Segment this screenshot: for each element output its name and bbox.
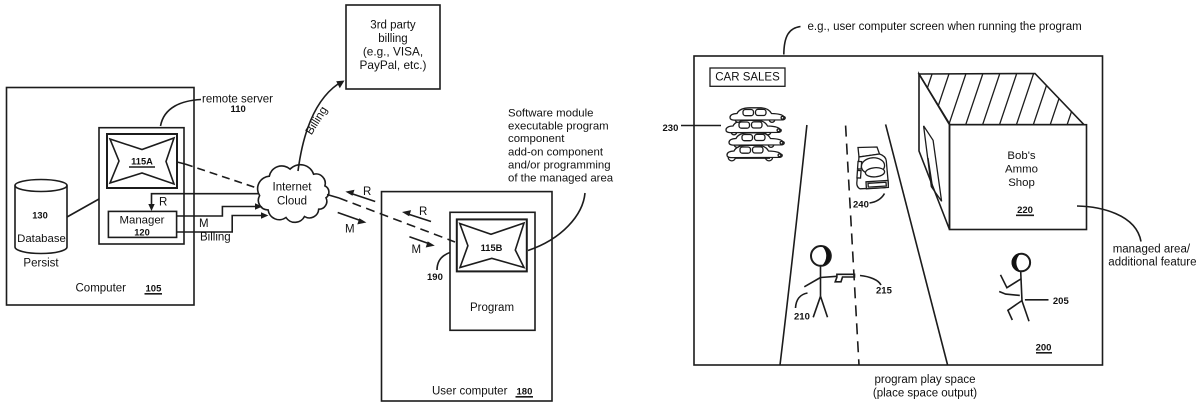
svg-text:and/or programming: and/or programming — [508, 160, 611, 172]
svg-text:managed area/: managed area/ — [1113, 244, 1191, 256]
svg-text:110: 110 — [231, 104, 246, 115]
svg-text:of the managed area: of the managed area — [508, 173, 614, 185]
svg-text:CAR SALES: CAR SALES — [715, 72, 780, 84]
svg-text:Program: Program — [470, 302, 514, 314]
svg-text:190: 190 — [427, 272, 443, 283]
svg-text:Cloud: Cloud — [277, 196, 307, 208]
svg-text:230: 230 — [663, 123, 679, 134]
svg-text:Internet: Internet — [273, 182, 313, 194]
svg-text:R: R — [419, 206, 427, 218]
svg-text:add-on component: add-on component — [508, 147, 604, 159]
svg-text:Billing: Billing — [304, 105, 330, 137]
svg-text:Persist: Persist — [23, 258, 59, 270]
svg-text:(place space output): (place space output) — [873, 387, 977, 399]
svg-text:e.g., user computer screen whe: e.g., user computer screen when running … — [808, 21, 1082, 33]
svg-text:Billing: Billing — [200, 232, 231, 244]
svg-text:Manager: Manager — [120, 215, 165, 227]
svg-text:115B: 115B — [481, 243, 503, 253]
svg-text:105: 105 — [146, 284, 163, 295]
svg-text:205: 205 — [1053, 296, 1070, 307]
svg-text:component: component — [508, 133, 565, 145]
svg-text:215: 215 — [876, 285, 893, 296]
svg-text:200: 200 — [1036, 343, 1052, 354]
svg-text:R: R — [363, 186, 371, 198]
svg-text:115A: 115A — [131, 157, 153, 167]
svg-text:M: M — [345, 224, 355, 236]
svg-text:3rd party: 3rd party — [370, 20, 416, 32]
svg-text:billing: billing — [378, 33, 407, 45]
svg-text:PayPal, etc.): PayPal, etc.) — [360, 58, 427, 72]
svg-text:220: 220 — [1017, 205, 1033, 216]
svg-text:Software module: Software module — [508, 108, 593, 120]
svg-text:remote server: remote server — [202, 94, 273, 106]
svg-text:program play space: program play space — [875, 374, 976, 386]
svg-text:additional feature: additional feature — [1108, 256, 1196, 268]
svg-text:Ammo: Ammo — [1005, 164, 1038, 176]
svg-text:Shop: Shop — [1008, 177, 1035, 189]
svg-text:130: 130 — [32, 211, 48, 221]
svg-text:R: R — [159, 197, 167, 209]
svg-text:executable program: executable program — [508, 120, 609, 132]
svg-text:210: 210 — [794, 312, 810, 323]
svg-text:Computer: Computer — [76, 283, 127, 295]
svg-text:120: 120 — [134, 228, 150, 238]
svg-text:(e.g., VISA,: (e.g., VISA, — [363, 45, 423, 59]
svg-text:Database: Database — [17, 233, 66, 245]
svg-text:240: 240 — [853, 200, 869, 211]
svg-text:M: M — [412, 244, 422, 256]
svg-text:M: M — [199, 218, 209, 230]
svg-text:180: 180 — [517, 387, 533, 398]
svg-text:User computer: User computer — [432, 386, 508, 398]
svg-text:Bob's: Bob's — [1007, 150, 1035, 162]
